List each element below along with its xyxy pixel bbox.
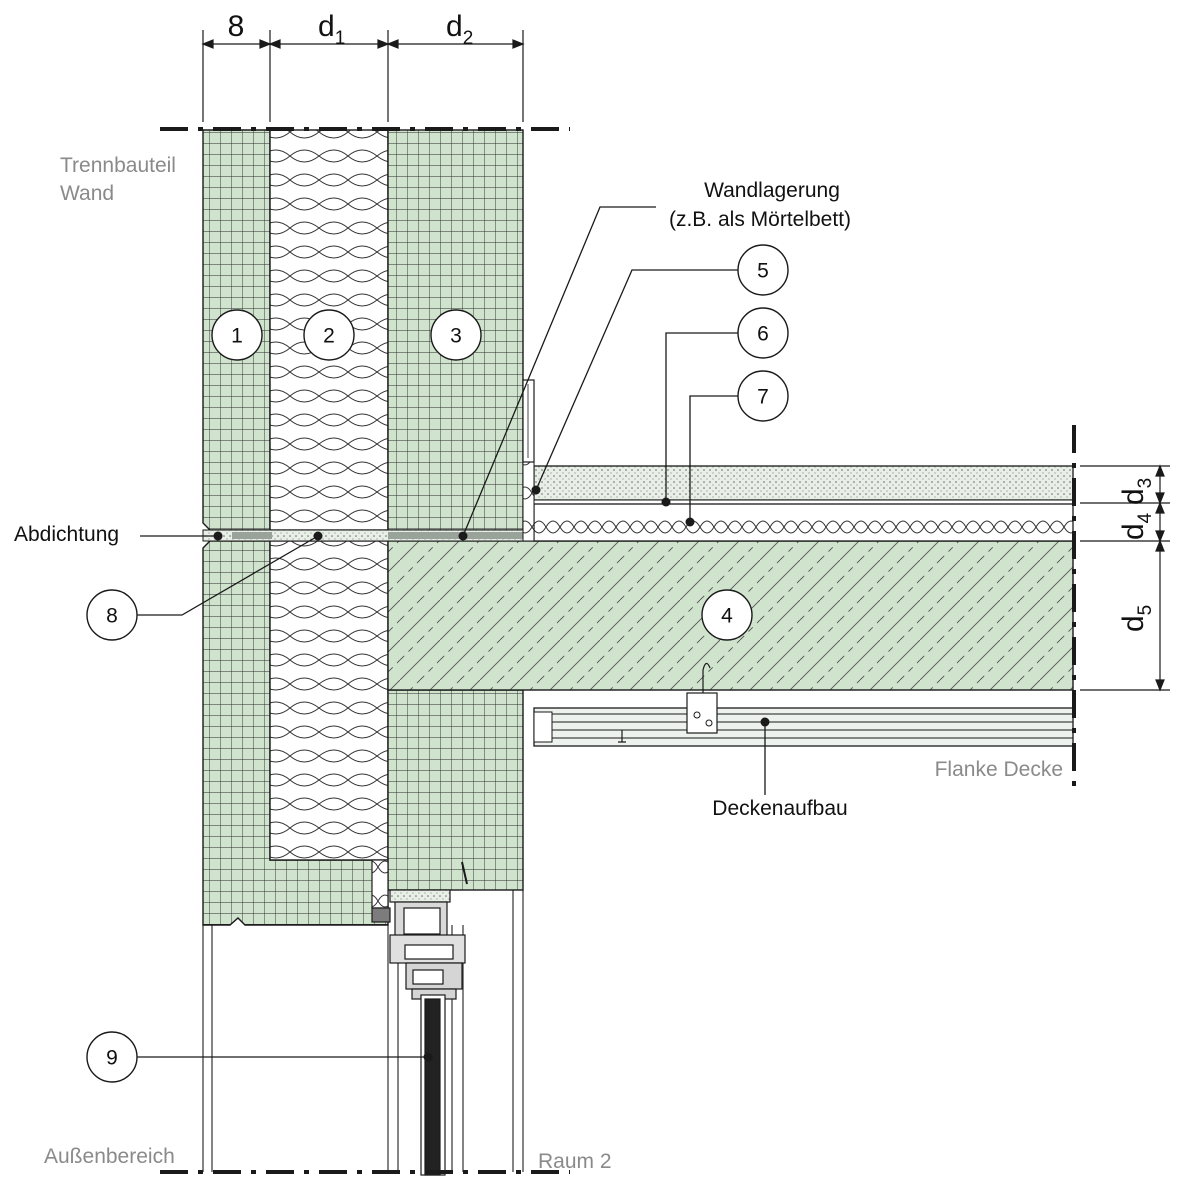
right-dimensions (1080, 464, 1170, 692)
aussenbereich-label: Außenbereich (44, 1145, 175, 1168)
marker-8: 8 (86, 589, 138, 641)
marker-6: 6 (737, 307, 789, 359)
marker-3: 3 (430, 309, 482, 361)
bed-gray (232, 532, 272, 539)
marker-9: 9 (86, 1031, 138, 1083)
marker-5-label: 5 (757, 260, 769, 283)
inner-leaf-lower (387, 689, 524, 891)
marker-8-label: 8 (106, 605, 118, 628)
opening-lines (202, 890, 524, 1172)
raum2-label: Raum 2 (538, 1150, 612, 1173)
marker-9-label: 9 (106, 1047, 118, 1070)
dimension-d4: d4 (1117, 512, 1156, 540)
dimension-d3: d3 (1117, 478, 1156, 505)
marker-7: 7 (737, 370, 789, 422)
trennbauteil-label-line1: Trennbauteil (60, 154, 176, 177)
marker-4: 4 (701, 589, 753, 641)
marker-2-label: 2 (323, 325, 335, 348)
edge-strip (522, 461, 535, 542)
marker-2: 2 (303, 309, 355, 361)
bed-gray-2 (388, 532, 523, 539)
skirting-board (522, 379, 535, 463)
screed-layer (533, 465, 1074, 501)
flanke-decke-label: Flanke Decke (935, 758, 1063, 781)
leader-dots (213, 485, 770, 1062)
dimension-d1: d1 (318, 10, 345, 49)
marker-1: 1 (211, 309, 263, 361)
marker-1-label: 1 (231, 325, 243, 348)
impact-insulation (533, 503, 1074, 542)
suspended-ceiling (533, 662, 1074, 747)
insulation-lower (269, 540, 389, 861)
window-frame (371, 859, 468, 1176)
trennbauteil-label-line2: Wand (60, 182, 114, 205)
wandlagerung-label-line2: (z.B. als Mörtelbett) (669, 208, 851, 231)
marker-7-label: 7 (757, 386, 769, 409)
marker-6-label: 6 (757, 323, 769, 346)
abdichtung-label: Abdichtung (14, 523, 119, 546)
deckenaufbau-label: Deckenaufbau (712, 797, 847, 820)
leader-lines (137, 206, 766, 1058)
wandlagerung-label-line1: Wandlagerung (704, 179, 840, 202)
dimension-d2: d2 (446, 10, 473, 49)
marker-4-label: 4 (721, 605, 733, 628)
break-lines (160, 127, 1076, 1174)
dimension-d5: d5 (1117, 605, 1156, 632)
marker-3-label: 3 (450, 325, 462, 348)
marker-5: 5 (737, 244, 789, 296)
dimension-8: 8 (228, 10, 245, 43)
top-dimensions (201, 30, 525, 122)
